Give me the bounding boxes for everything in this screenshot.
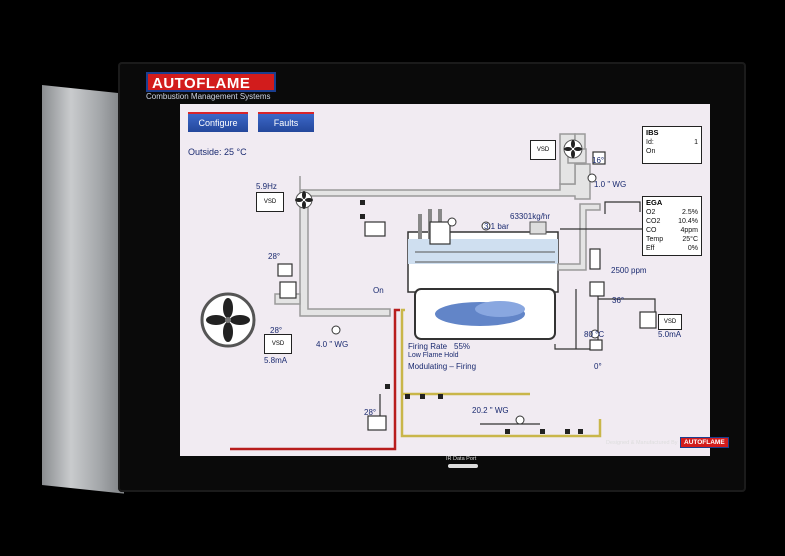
ega-row: O2 2.5% [643, 208, 701, 217]
ega-row-value: 10.4% [678, 218, 698, 225]
temperature-right: 36° [612, 296, 625, 305]
ega-row-value: 25°C [682, 236, 698, 243]
ibs-panel[interactable]: IBS Id: 1 On [642, 126, 702, 164]
brand-logo-box: AUTOFLAME [146, 72, 276, 92]
ega-row: CO2 10.4% [643, 217, 701, 226]
ega-panel[interactable]: EGA O2 2.5% CO2 10.4% CO 4ppm Temp 25°C Eff 0… [642, 196, 702, 256]
ibs-id-label: Id: [646, 139, 654, 146]
vsd-box-top-right[interactable]: VSD [530, 140, 556, 160]
pressure-left: 4.0 " WG [316, 340, 349, 349]
ir-data-port-label: IR Data Port [446, 456, 477, 462]
ega-row: Eff 0% [643, 244, 701, 253]
combustion-fan [200, 292, 256, 348]
temperature-gas: 28° [364, 408, 377, 417]
faults-button[interactable]: Faults [258, 112, 314, 132]
fan-small-left [295, 191, 313, 209]
current-right: 5.0mA [658, 330, 682, 339]
mini-brand-logo: AUTOFLAME [680, 437, 729, 448]
temperature-fan: 28° [270, 326, 283, 335]
valve-markers [360, 200, 583, 434]
ega-row: Temp 25°C [643, 235, 701, 244]
vsd-box-top-left[interactable]: VSD [256, 192, 284, 212]
touchscreen: Configure Faults Outside: 25 °C VSD VSD … [180, 104, 710, 456]
temperature-left: 28° [268, 252, 281, 261]
ega-row-value: 2.5% [682, 209, 698, 216]
vsd-box-fan[interactable]: VSD [264, 334, 292, 354]
vsd-frequency: 5.9Hz [256, 182, 277, 191]
gas-pressure: 20.2 " WG [472, 406, 509, 415]
firing-rate-label: Firing Rate [408, 342, 448, 351]
steam-flow: 63301kg/hr [510, 212, 551, 221]
gauge-symbols [331, 173, 600, 425]
ega-row-label: CO2 [646, 218, 661, 225]
firing-mode: Modulating – Firing [408, 362, 477, 371]
ibs-id-row: Id: 1 [643, 138, 701, 147]
ega-row-label: Eff [646, 245, 655, 252]
ir-data-port [448, 464, 478, 468]
brand-name: AUTOFLAME [152, 75, 251, 92]
ibs-status: On [646, 148, 656, 155]
boiler-vessel [407, 209, 559, 340]
outside-temperature: Outside: 25 °C [188, 147, 247, 157]
ibs-status-row: On [643, 147, 701, 156]
current-left: 5.8mA [264, 356, 288, 365]
ibs-title: IBS [646, 128, 659, 137]
process-diagram [200, 133, 657, 451]
fan-small-top [563, 139, 583, 159]
configure-button[interactable]: Configure [188, 112, 248, 132]
vsd-box-right[interactable]: VSD [658, 314, 682, 330]
designed-by-label: Designed & Manufactured By [606, 440, 678, 446]
ega-row-value: 4ppm [680, 227, 698, 234]
boiler-pressure: 3.1 bar [484, 222, 509, 231]
ega-row-label: O2 [646, 209, 656, 216]
firing-rate-value: 55% [454, 342, 471, 351]
temperature-80: 80 °C [584, 330, 605, 339]
instrument-blocks [277, 151, 657, 431]
ega-title: EGA [646, 198, 663, 207]
oil-line [230, 308, 400, 451]
burner-on-label: On [373, 286, 384, 295]
brand-subtitle: Combustion Management Systems [146, 92, 271, 101]
ppm-reading: 2500 ppm [611, 266, 647, 275]
pressure-top: 1.0 " WG [594, 180, 627, 189]
ega-row: CO 4ppm [643, 226, 701, 235]
ibs-id-value: 1 [694, 139, 698, 146]
ega-row-label: CO [646, 227, 657, 234]
brand-logo: AUTOFLAME Combustion Management Systems [146, 72, 276, 101]
monitor-side-panel [42, 85, 124, 494]
ega-row-label: Temp [646, 236, 664, 243]
firing-hold: Low Flame Hold [408, 352, 459, 359]
flue-pipe [557, 203, 601, 271]
ega-row-value: 0% [687, 245, 698, 252]
angle-right: 0° [594, 362, 602, 371]
temperature-top: 16° [592, 156, 605, 165]
